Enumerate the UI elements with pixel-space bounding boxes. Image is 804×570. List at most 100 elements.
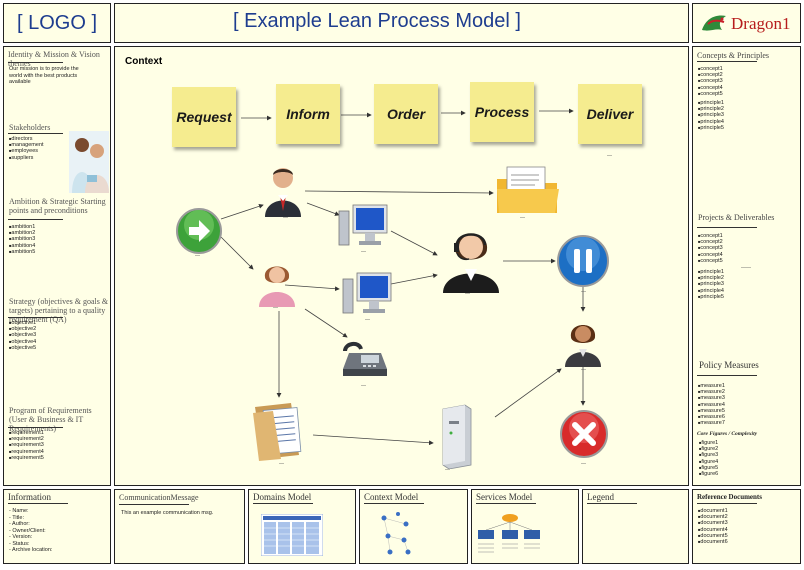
ambitions-list: ambition1 ambition2 ambition3 ambition4 … xyxy=(9,224,35,255)
info-item: - Owner/Client: xyxy=(9,527,46,534)
list-item: figure5 xyxy=(699,465,718,471)
list-item: suppliers xyxy=(9,155,44,161)
divider xyxy=(697,61,757,62)
list-item: document6 xyxy=(698,539,727,545)
list-item: principle4 xyxy=(698,288,724,294)
divider xyxy=(8,317,63,318)
dash-mark: — xyxy=(581,289,586,295)
right-panel: Concepts & Principles concept1 concept2 … xyxy=(692,46,801,486)
process-arrows xyxy=(220,108,586,446)
list-item: figure2 xyxy=(699,446,718,452)
list-item: objective5 xyxy=(9,345,36,351)
legend-title: Legend xyxy=(587,492,614,502)
list-item: principle1 xyxy=(698,269,724,275)
info-item: - Author: xyxy=(9,521,30,527)
logo-text: [ LOGO ] xyxy=(16,11,98,34)
communication-title: CommunicationMessage xyxy=(119,493,199,502)
divider xyxy=(697,375,757,376)
list-item: document2 xyxy=(698,514,727,520)
info-item: - Version: xyxy=(9,534,33,540)
cancel-icon xyxy=(560,410,608,458)
dash-mark: — xyxy=(361,249,366,255)
list-item: figure6 xyxy=(699,471,718,477)
context-title: Context xyxy=(125,56,163,67)
list-item: measure5 xyxy=(698,408,724,414)
context-model-box: Context Model xyxy=(359,489,468,564)
pause-icon xyxy=(557,235,609,287)
services-model-title: Services Model xyxy=(476,492,533,502)
list-item: document5 xyxy=(698,533,727,539)
list-item: principle4 xyxy=(698,119,724,125)
list-item: requirement5 xyxy=(9,455,43,461)
concepts-title: Concepts & Principles xyxy=(697,51,769,60)
list-item: principle3 xyxy=(698,112,724,118)
list-item: concept2 xyxy=(698,72,722,78)
list-item: objective1 xyxy=(9,320,36,326)
archive-files-icon xyxy=(253,403,302,461)
list-item: requirement4 xyxy=(9,449,43,455)
list-item: directors xyxy=(9,136,44,142)
principles-list: principle1 principle2 principle3 princip… xyxy=(698,100,724,131)
measures-list: measure1 measure2 measure3 measure4 meas… xyxy=(698,383,724,426)
list-item: ambition4 xyxy=(9,243,35,249)
list-item: measure1 xyxy=(698,383,724,389)
folder-document-icon xyxy=(497,166,559,213)
left-panel: Identity & Mission & Vision themes Our m… xyxy=(3,46,111,486)
list-item: principle5 xyxy=(698,294,724,300)
list-item: objective2 xyxy=(9,326,36,332)
brand-box: Dragon1 xyxy=(692,3,801,43)
businessman-icon xyxy=(265,168,301,217)
computer-icon xyxy=(338,204,388,246)
services-model-box: Services Model xyxy=(471,489,579,564)
stakeholders-title: Stakeholders xyxy=(9,123,51,132)
title-box: [ Example Lean Process Model ] xyxy=(114,3,689,43)
divider xyxy=(697,503,757,504)
step-deliver: Deliver xyxy=(578,84,642,144)
legend-box: Legend xyxy=(582,489,689,564)
list-item: document3 xyxy=(698,520,727,526)
policy-title: Policy Measures xyxy=(699,360,759,370)
ambition-title: Ambition & Strategic Starting points and… xyxy=(9,197,106,215)
context-model-thumbnail xyxy=(381,512,411,555)
list-item: figure3 xyxy=(699,452,718,458)
program-title: Program of Requirements (User & Business… xyxy=(9,406,92,433)
services-model-thumbnail xyxy=(478,514,540,553)
list-item: concept4 xyxy=(698,85,722,91)
info-item: - Title: xyxy=(9,514,24,521)
dash-mark: — xyxy=(520,215,525,221)
list-item: ambition2 xyxy=(9,230,35,236)
divider xyxy=(119,504,189,505)
dash-mark: — xyxy=(445,467,450,473)
page-title: [ Example Lean Process Model ] xyxy=(233,10,521,32)
list-item: concept5 xyxy=(698,91,722,97)
list-item: principle1 xyxy=(698,100,724,106)
divider xyxy=(587,503,637,504)
objectives-list: objective1 objective2 objective3 objecti… xyxy=(9,320,36,351)
dash-mark: — xyxy=(279,461,284,467)
list-item: ambition3 xyxy=(9,236,35,242)
identity-text: Our mission is to provide the world with… xyxy=(9,66,79,85)
strategy-title: Strategy (objectives & goals & targets) … xyxy=(9,297,109,324)
list-item: document4 xyxy=(698,527,727,533)
list-item: management xyxy=(9,142,43,148)
information-items: - Name: - Title: - Author: - Owner/Clien… xyxy=(9,508,52,554)
divider xyxy=(476,503,536,504)
step-request: Request xyxy=(172,87,236,147)
divider xyxy=(697,227,757,228)
dash-mark: — xyxy=(283,215,288,221)
divider xyxy=(8,62,63,63)
info-item: - Status: xyxy=(9,540,30,547)
info-item: - Name: xyxy=(9,508,29,514)
divider xyxy=(364,503,424,504)
stakeholders-list: directors management employees suppliers xyxy=(9,136,44,161)
projects-concepts-list: concept1 concept2 concept3 concept4 conc… xyxy=(698,233,722,264)
woman-icon xyxy=(259,266,295,307)
list-item: principle2 xyxy=(698,275,724,281)
list-item: requirement3 xyxy=(9,442,43,448)
domains-model-title: Domains Model xyxy=(253,492,312,502)
dash-mark: — xyxy=(465,291,470,297)
dash-mark: — xyxy=(581,367,586,373)
people-photo xyxy=(69,131,109,193)
list-item: objective4 xyxy=(9,339,36,345)
manager-icon xyxy=(565,325,601,367)
